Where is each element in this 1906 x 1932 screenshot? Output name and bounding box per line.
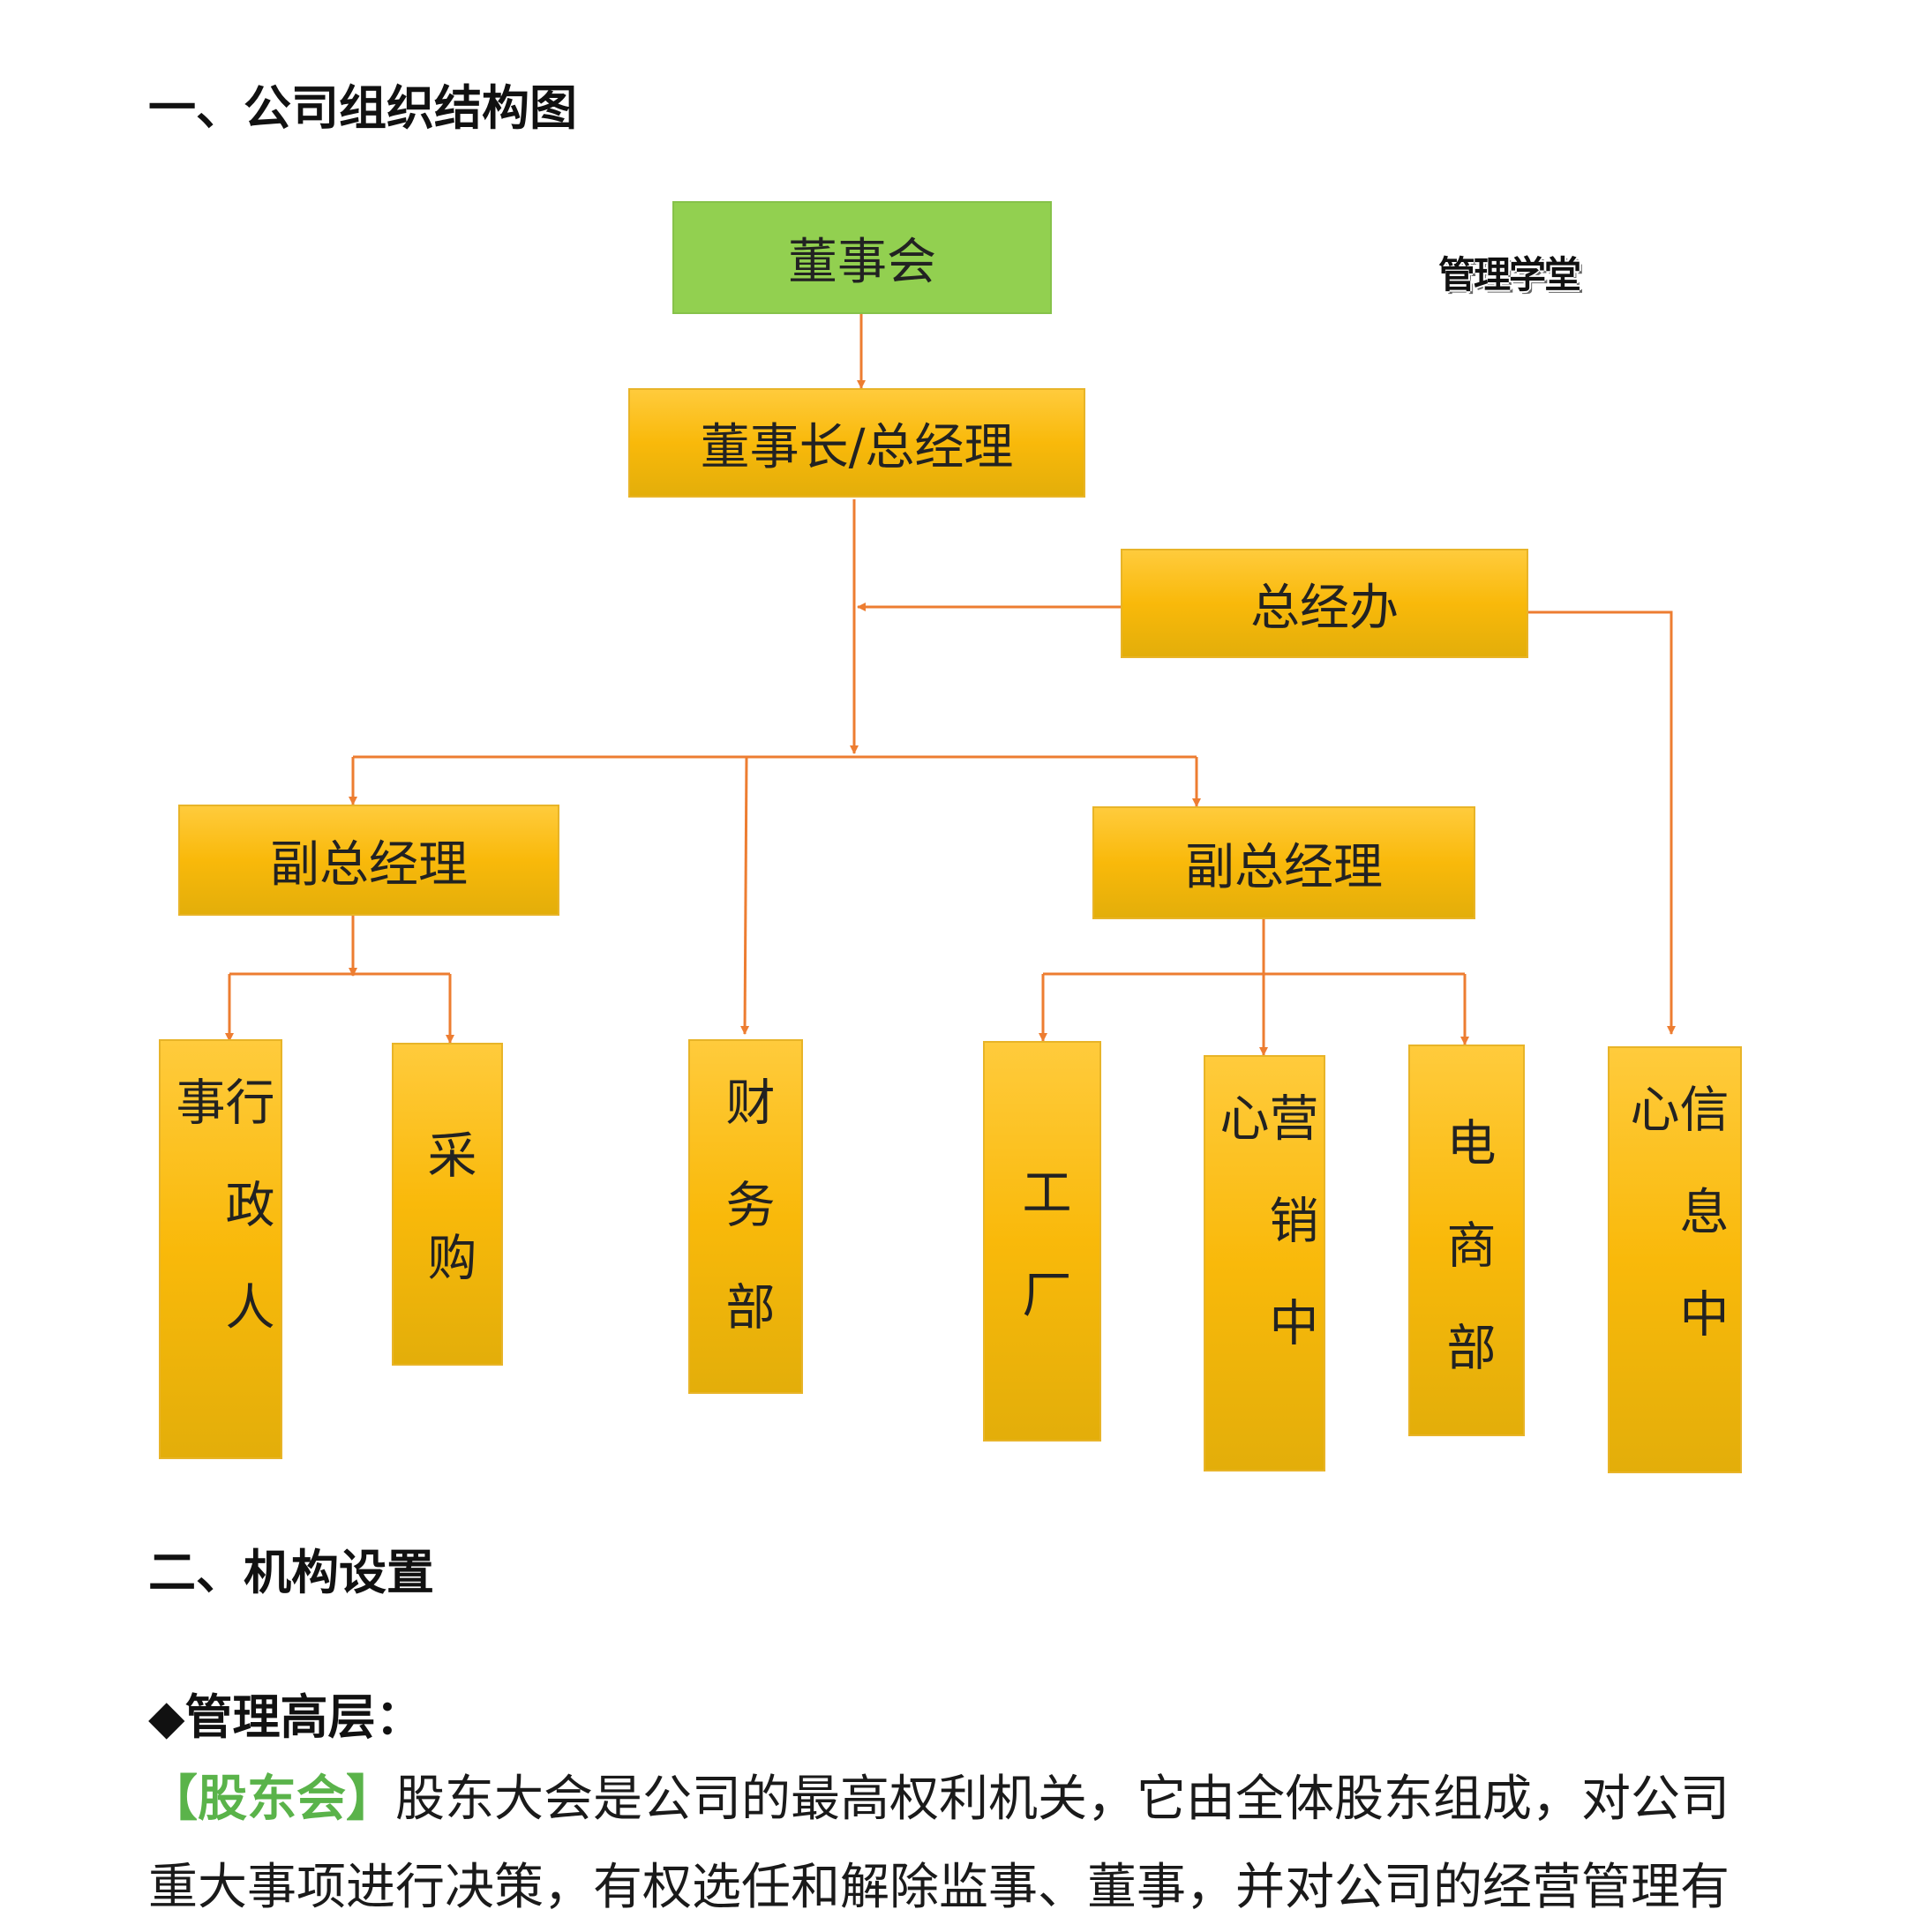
box-it-center: 信息中心 — [1608, 1046, 1742, 1473]
box-it-center-label: 信息中心 — [1622, 1083, 1729, 1390]
box-vp-left: 副总经理 — [178, 805, 559, 916]
paragraph-line-2: 重大事项进行决策，有权选任和解除监事、董事，并对公司的经营管理有 — [148, 1859, 1730, 1916]
box-procurement-label: 采购 — [419, 1129, 476, 1334]
box-vp-left-label: 副总经理 — [270, 835, 468, 894]
box-factory: 工厂 — [983, 1041, 1101, 1442]
section-heading-structure: 二、机构设置 — [148, 1545, 434, 1600]
box-admin-hr-label: 行政人事 — [168, 1076, 274, 1383]
box-marketing-label: 营销中心 — [1212, 1092, 1318, 1399]
box-chairman: 董事长/总经理 — [628, 388, 1085, 498]
box-board-label: 董事会 — [788, 233, 936, 291]
box-procurement: 采购 — [392, 1043, 503, 1366]
box-vp-right-label: 副总经理 — [1185, 838, 1383, 896]
box-ecommerce: 电商部 — [1408, 1045, 1525, 1436]
box-vp-right: 副总经理 — [1092, 806, 1475, 919]
box-chairman-label: 董事长/总经理 — [700, 418, 1014, 476]
box-finance-label: 财务部 — [717, 1076, 775, 1383]
section-heading-management: ◆管理高层： — [148, 1689, 424, 1745]
box-finance: 财务部 — [688, 1039, 803, 1394]
paragraph-line-1: 股东大会是公司的最高权利机关，它由全体股东组成，对公司 — [395, 1771, 1730, 1828]
connector-bus-finance — [740, 756, 750, 1035]
box-factory-label: 工厂 — [1014, 1166, 1071, 1371]
org-chart-connectors — [225, 314, 1676, 1056]
watermark-text: 管理学堂 — [1438, 253, 1581, 296]
box-marketing: 营销中心 — [1204, 1055, 1325, 1471]
shareholder-tag: 【股东会】 — [148, 1771, 395, 1828]
box-gm-office: 总经办 — [1121, 549, 1528, 658]
box-board: 董事会 — [672, 201, 1052, 314]
shareholder-paragraph: 【股东会】股东大会是公司的最高权利机关，它由全体股东组成，对公司 重大事项进行决… — [148, 1756, 1790, 1932]
connector-gmoffice-it — [1527, 610, 1676, 1035]
section-heading-org-chart: 一、公司组织结构图 — [148, 80, 577, 136]
box-ecommerce-label: 电商部 — [1438, 1117, 1496, 1424]
box-gm-office-label: 总经办 — [1250, 579, 1399, 637]
box-admin-hr: 行政人事 — [159, 1039, 282, 1459]
